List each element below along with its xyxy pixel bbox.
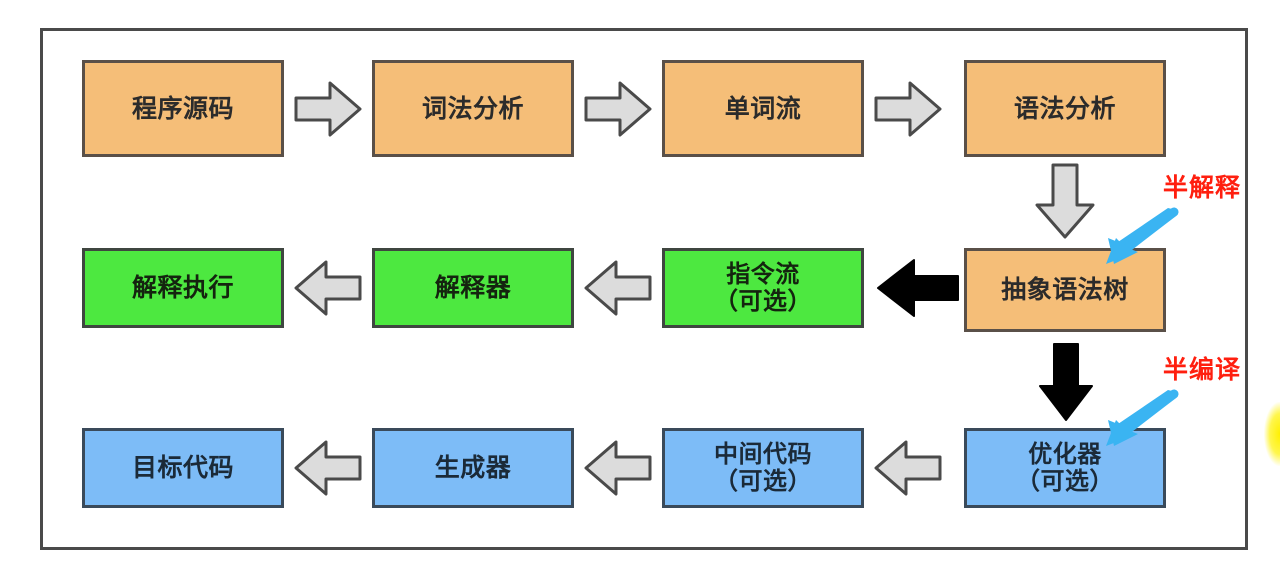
arrow-optimizer-to-intermediate bbox=[874, 437, 942, 499]
node-abstract-syntax-tree-line1: 抽象语法树 bbox=[1001, 275, 1129, 304]
node-optimizer: 优化器 （可选） bbox=[964, 428, 1166, 508]
node-generator: 生成器 bbox=[372, 428, 574, 508]
node-optimizer-line1: 优化器 bbox=[1028, 440, 1102, 469]
annotation-semi-interpret: 半解释 bbox=[1163, 173, 1242, 202]
node-syntax-analysis: 语法分析 bbox=[964, 60, 1166, 157]
node-intermediate-code-line1: 中间代码 bbox=[714, 440, 812, 469]
node-target-code: 目标代码 bbox=[82, 428, 284, 508]
node-interpreter-line1: 解释器 bbox=[434, 273, 512, 302]
annotation-semi-compile: 半编译 bbox=[1163, 355, 1242, 384]
node-token-stream: 单词流 bbox=[662, 60, 864, 157]
arrow-intermediate-to-generator bbox=[584, 437, 652, 499]
arrow-source-to-lexical bbox=[294, 78, 362, 140]
arrow-interpreter-to-execute bbox=[294, 257, 362, 319]
node-syntax-analysis-line1: 语法分析 bbox=[1013, 93, 1116, 123]
node-instruction-stream: 指令流 （可选） bbox=[662, 248, 864, 328]
node-interpreter: 解释器 bbox=[372, 248, 574, 328]
cyan-pointer-semi-interpret bbox=[1098, 207, 1179, 266]
node-interpret-execute-line1: 解释执行 bbox=[131, 273, 234, 302]
arrow-instruction-to-interpreter bbox=[584, 257, 652, 319]
node-target-code-line1: 目标代码 bbox=[131, 453, 234, 482]
node-lexical-analysis: 词法分析 bbox=[372, 60, 574, 157]
arrow-token-to-syntax bbox=[874, 78, 942, 140]
node-source-code: 程序源码 bbox=[82, 60, 284, 157]
node-intermediate-code: 中间代码 （可选） bbox=[662, 428, 864, 508]
arrow-generator-to-target bbox=[294, 437, 362, 499]
node-instruction-stream-line1: 指令流 bbox=[726, 260, 800, 289]
arrow-ast-to-optimizer bbox=[1038, 342, 1094, 422]
node-generator-line1: 生成器 bbox=[434, 453, 512, 482]
node-optimizer-line2: （可选） bbox=[1016, 467, 1114, 495]
node-interpret-execute: 解释执行 bbox=[82, 248, 284, 328]
node-token-stream-line1: 单词流 bbox=[724, 93, 802, 123]
arrow-syntax-to-ast bbox=[1033, 163, 1097, 241]
cyan-pointer-semi-compile bbox=[1098, 389, 1179, 448]
node-instruction-stream-line2: （可选） bbox=[714, 287, 812, 315]
node-source-code-line1: 程序源码 bbox=[131, 93, 234, 123]
edge-highlight-blob bbox=[1264, 402, 1280, 466]
node-lexical-analysis-line1: 词法分析 bbox=[421, 93, 524, 123]
arrow-lexical-to-token bbox=[584, 78, 652, 140]
arrow-ast-to-instruction bbox=[876, 258, 960, 318]
node-abstract-syntax-tree: 抽象语法树 bbox=[964, 248, 1166, 332]
node-intermediate-code-line2: （可选） bbox=[714, 467, 812, 495]
